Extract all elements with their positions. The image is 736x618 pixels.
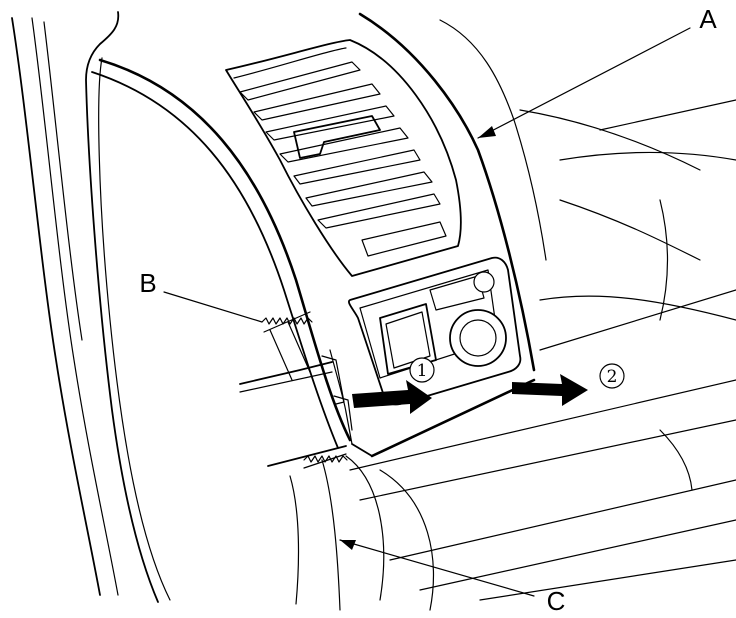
arrow-step-1 [352, 380, 432, 414]
panel-a [91, 12, 536, 458]
callout-c: C [547, 586, 566, 616]
callout-b: B [139, 268, 156, 298]
leader-lines [163, 27, 691, 597]
step-2-marker: 2 [599, 363, 625, 389]
clip-teeth [261, 311, 348, 469]
callout-a: A [699, 4, 717, 34]
clip-teeth-lower [303, 455, 348, 463]
door-frame-edge [11, 11, 171, 603]
arrow-step-2 [512, 374, 588, 406]
leader-c-arrowhead [340, 540, 356, 550]
step-1-number: 1 [417, 361, 428, 381]
panel-c [239, 361, 435, 611]
step-2-number: 2 [607, 367, 618, 387]
removal-arrows [352, 374, 588, 414]
step-1-marker: 1 [409, 357, 435, 383]
leader-a-arrowhead [478, 126, 496, 138]
clip-teeth-upper [261, 317, 313, 325]
